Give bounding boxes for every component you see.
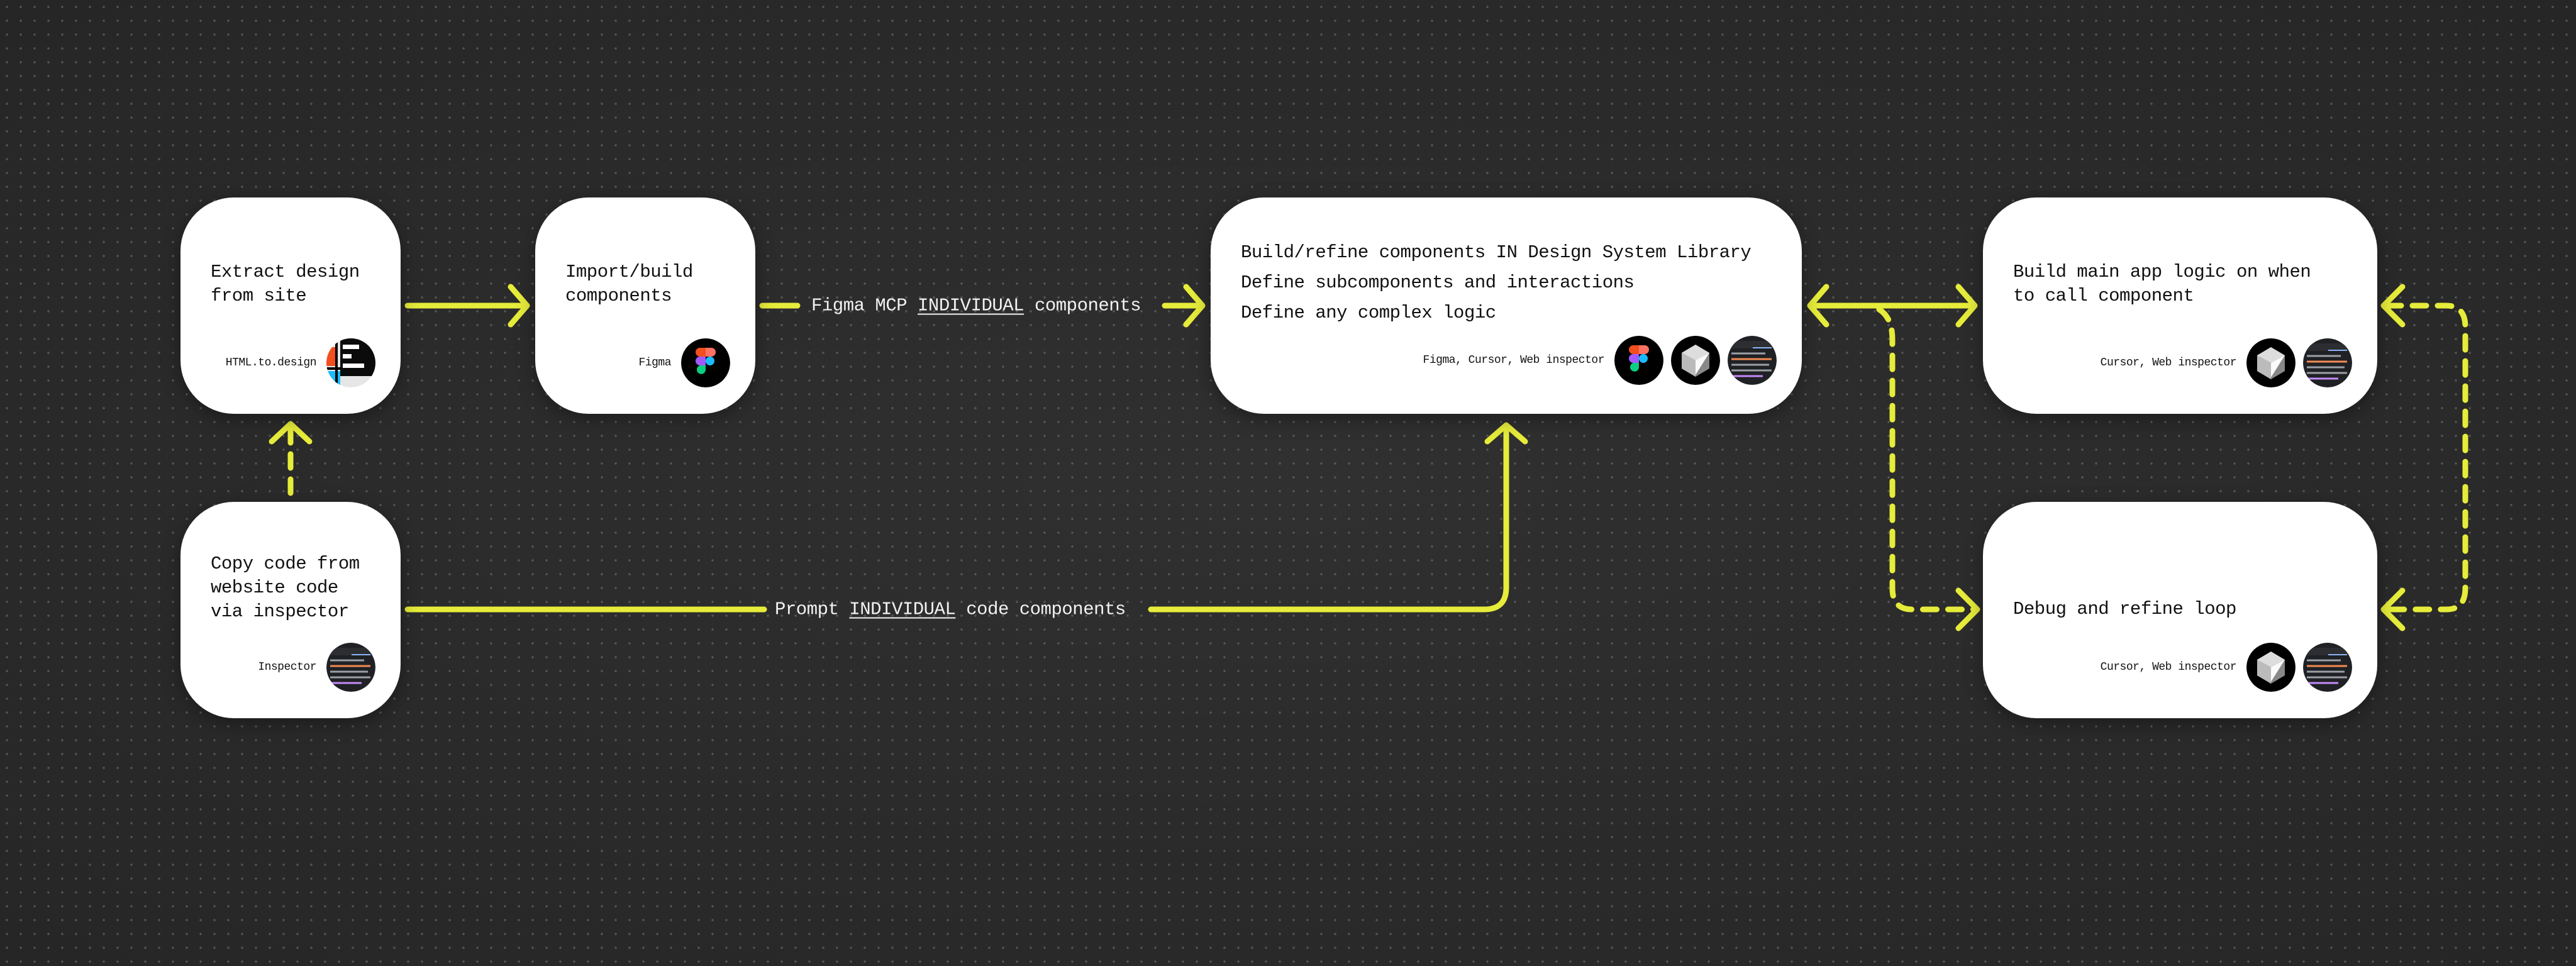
connector-label-figma-mcp: Figma MCP INDIVIDUAL components (811, 296, 1141, 316)
cursor-icon (2246, 338, 2296, 387)
label-text: components (1024, 295, 1141, 316)
card-design-system-library: Build/refine components IN Design System… (1211, 197, 1802, 414)
card-title: Build main app logic on when to call com… (2013, 262, 2311, 306)
tool-label: Figma (638, 357, 671, 369)
arrow-copy-to-library (404, 422, 1528, 613)
card-import-build: Import/build components Figma (535, 197, 755, 414)
card-title: Build/refine components IN Design System… (1241, 238, 1752, 328)
card-main-app-logic: Build main app logic on when to call com… (1983, 197, 2377, 414)
cursor-icon (2246, 643, 2296, 692)
arrow-library-app-logic (1807, 284, 1978, 328)
card-line: Build/refine components IN Design System… (1241, 242, 1752, 263)
card-line: Define any complex logic (1241, 303, 1496, 323)
arrowhead-branch-to-debug (1955, 587, 1980, 631)
web-inspector-icon (2303, 338, 2352, 387)
cursor-icon (1671, 336, 1720, 385)
card-line: Define subcomponents and interactions (1241, 272, 1635, 293)
label-emphasis: INDIVIDUAL (918, 295, 1024, 316)
tool-label: Figma, Cursor, Web inspector (1423, 354, 1605, 367)
web-inspector-icon (2303, 643, 2352, 692)
arrowheads-loop-right (2380, 284, 2406, 631)
arrow-import-to-library (759, 284, 1206, 328)
tool-label: Cursor, Web inspector (2100, 357, 2237, 369)
label-text: Figma MCP (811, 295, 918, 316)
tool-label: HTML.to.design (225, 357, 317, 369)
html-to-design-icon (326, 338, 375, 387)
figma-icon (1614, 336, 1663, 385)
card-title: Copy code from website code via inspecto… (211, 553, 360, 622)
web-inspector-icon (1728, 336, 1777, 385)
card-title: Debug and refine loop (2013, 599, 2236, 619)
card-extract-design: Extract design from site HTML.to.design (180, 197, 401, 414)
arrow-extract-to-import (404, 284, 530, 328)
arrow-branch-to-debug (1876, 306, 1978, 613)
card-title: Import/build components (565, 262, 693, 306)
card-title: Extract design from site (211, 262, 360, 306)
label-text: code components (955, 599, 1126, 620)
connector-label-prompt: Prompt INDIVIDUAL code components (775, 599, 1126, 620)
web-inspector-icon (326, 643, 375, 692)
label-text: Prompt (775, 599, 850, 620)
arrow-loop-right (2384, 303, 2468, 613)
tool-label: Cursor, Web inspector (2100, 661, 2237, 674)
figma-icon (681, 338, 730, 387)
label-emphasis: INDIVIDUAL (849, 599, 956, 620)
card-debug-refine: Debug and refine loop Cursor, Web inspec… (1983, 502, 2377, 718)
card-copy-code: Copy code from website code via inspecto… (180, 502, 401, 718)
arrowhead-copy-to-extract (269, 421, 313, 445)
tool-label: Inspector (258, 661, 316, 674)
